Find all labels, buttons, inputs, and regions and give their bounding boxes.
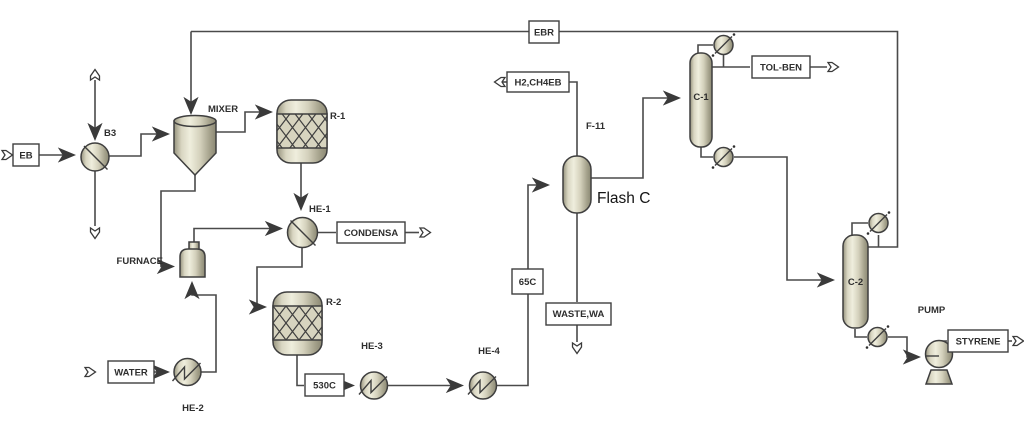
stream-label-530c[interactable]: 530C	[304, 373, 345, 397]
stream-b3-to-mixer-line[interactable]	[109, 126, 171, 157]
feed-terminal-arrow-water	[84, 366, 97, 378]
r2-reactor[interactable]: R-2	[272, 291, 341, 356]
exchanger-diagonal-icon	[290, 220, 316, 246]
stream-label-tolben[interactable]: TOL-BEN	[751, 55, 811, 79]
svg-text:530C: 530C	[313, 381, 336, 392]
stream-c1-overhead-line[interactable]	[697, 44, 713, 56]
stream-label-boxes: EB EBR CONDENSA WATER 530C 65C H2,CH4EB	[12, 20, 1009, 397]
stream-furnace-to-he1-line[interactable]	[193, 220, 284, 243]
c2-label: C-2	[848, 277, 863, 288]
stream-label-eb[interactable]: EB	[12, 143, 40, 167]
stream-mixer-to-r1-line[interactable]	[216, 104, 274, 133]
stream-c1-to-c2-line[interactable]	[734, 156, 836, 288]
he4-heater[interactable]: HE-4	[467, 346, 501, 400]
exchanger-diagonal-icon	[83, 145, 108, 170]
stream-c2-to-pump-line[interactable]	[888, 336, 922, 365]
svg-text:WATER: WATER	[114, 368, 148, 379]
svg-text:WASTE,WA: WASTE,WA	[553, 309, 605, 320]
stream-he1-to-r2-line[interactable]	[248, 248, 303, 315]
pump-label: PUMP	[918, 305, 946, 316]
stream-c1-bottom-line[interactable]	[700, 146, 713, 158]
product-terminal-arrow-waste	[571, 342, 583, 355]
terminal-arrow-b3-bottom	[89, 227, 101, 240]
svg-text:H2,CH4EB: H2,CH4EB	[515, 78, 562, 89]
terminal-arrow-b3-top	[89, 68, 101, 81]
product-terminal-arrow-tolben	[827, 61, 840, 73]
stream-label-styrene[interactable]: STYRENE	[947, 329, 1009, 353]
stream-label-ebr[interactable]: EBR	[528, 20, 560, 44]
he3-heater[interactable]: HE-3	[358, 341, 389, 400]
r1-reactor[interactable]: R-1	[276, 99, 346, 164]
mixer-vessel[interactable]: MIXER	[173, 104, 238, 177]
b3-label: B3	[104, 128, 116, 139]
stream-c2-bottom-line[interactable]	[854, 329, 867, 338]
stream-r2-to-530c-line[interactable]	[296, 355, 304, 387]
stream-flash-vapor-line[interactable]	[569, 81, 578, 156]
mixer-label: MIXER	[208, 104, 238, 115]
heater-zigzag-icon	[171, 362, 201, 382]
stream-ebr-right-segment[interactable]	[559, 30, 899, 248]
stream-mixer-to-furnace-line[interactable]	[156, 175, 196, 275]
stream-label-water[interactable]: WATER	[107, 360, 155, 384]
he1-exchanger[interactable]: HE-1	[286, 204, 332, 249]
he2-heater[interactable]: HE-2	[171, 357, 204, 415]
f11-label: F-11	[586, 121, 606, 132]
c1-condenser-icon	[711, 33, 736, 57]
c1-label: C-1	[693, 92, 709, 103]
stream-label-h2ch4eb[interactable]: H2,CH4EB	[506, 71, 570, 93]
flash-annotation: Flash C	[597, 190, 650, 207]
svg-text:CONDENSA: CONDENSA	[344, 228, 399, 239]
he2-label: HE-2	[182, 403, 204, 414]
f11-flash-drum[interactable]: F-11	[562, 121, 606, 214]
r2-label: R-2	[326, 297, 341, 308]
he3-label: HE-3	[361, 341, 383, 352]
c2-column[interactable]: C-2	[842, 211, 891, 349]
r1-label: R-1	[330, 111, 346, 122]
furnace-label: FURNACE	[117, 256, 163, 267]
stream-flash-to-c1-line[interactable]	[591, 90, 682, 179]
c2-reboiler-icon	[865, 325, 890, 349]
svg-text:TOL-BEN: TOL-BEN	[760, 63, 802, 74]
stream-he2-to-furnace-line[interactable]	[184, 280, 217, 373]
b3-exchanger[interactable]: B3	[80, 128, 116, 172]
stream-label-65c[interactable]: 65C	[511, 268, 544, 295]
product-terminal-arrow-condensa	[419, 227, 432, 238]
packed-bed-icon	[272, 305, 323, 341]
svg-text:EBR: EBR	[534, 28, 554, 39]
product-terminal-arrow-styrene	[1012, 335, 1024, 347]
packed-bed-icon	[276, 113, 328, 149]
stream-c2-overhead-line[interactable]	[851, 222, 868, 237]
stream-label-condensa[interactable]: CONDENSA	[336, 221, 406, 244]
heater-zigzag-icon	[358, 376, 388, 395]
heater-zigzag-icon	[467, 376, 497, 395]
c1-column[interactable]: C-1	[689, 33, 736, 169]
svg-text:65C: 65C	[519, 277, 537, 288]
he1-label: HE-1	[309, 204, 331, 215]
svg-text:STYRENE: STYRENE	[956, 337, 1001, 348]
pump[interactable]: PUMP	[918, 305, 954, 385]
svg-text:EB: EB	[19, 151, 32, 162]
he4-label: HE-4	[478, 346, 500, 357]
stream-label-wastewa[interactable]: WASTE,WA	[545, 302, 612, 326]
furnace-vessel[interactable]: FURNACE	[117, 241, 206, 278]
feed-terminal-arrow-eb	[1, 149, 14, 161]
c2-condenser-icon	[866, 211, 891, 235]
c1-reboiler-icon	[711, 145, 736, 169]
